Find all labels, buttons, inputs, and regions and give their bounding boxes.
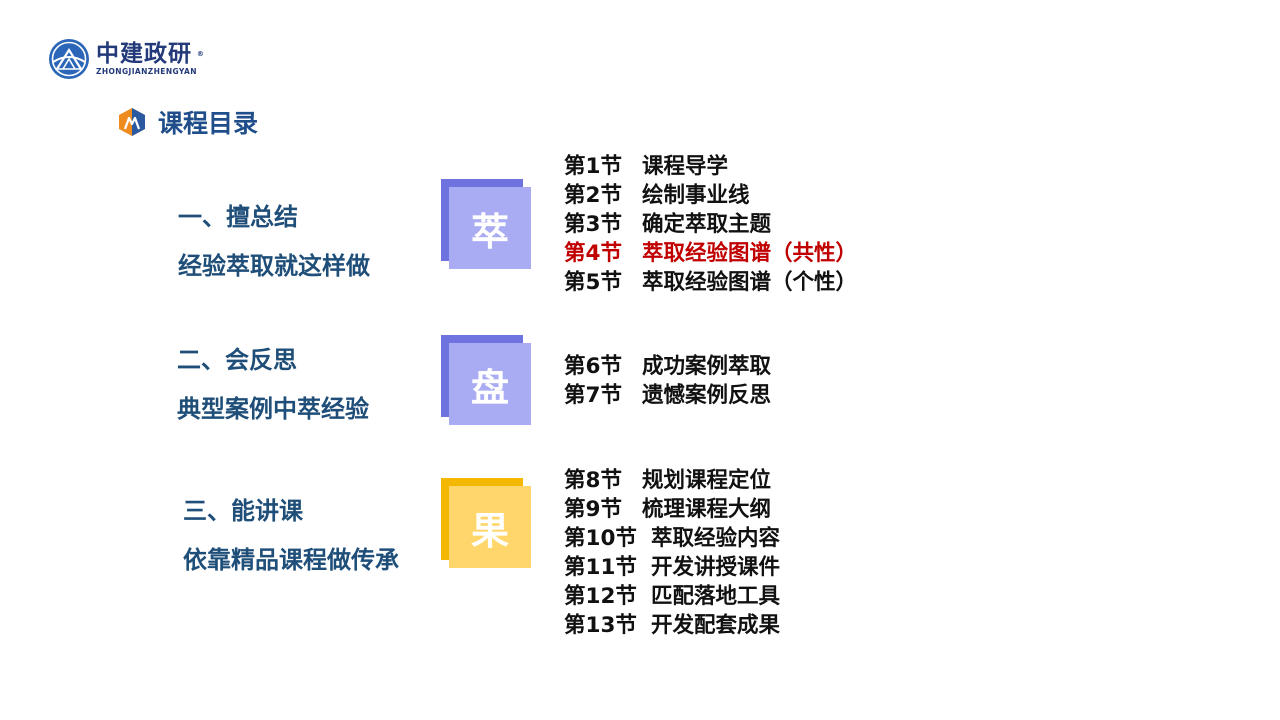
logo-name-cn: 中建政研 — [96, 41, 192, 67]
lesson-item: 第2节绘制事业线 — [564, 183, 750, 208]
badge-cui-label: 萃 — [449, 187, 531, 269]
lesson-item: 第3节确定萃取主题 — [564, 212, 772, 237]
group-3-subtitle: 依靠精品课程做传承 — [183, 546, 399, 574]
lesson-item: 第10节萃取经验内容 — [564, 526, 781, 551]
badge-cui: 萃 — [441, 179, 533, 271]
badge-guo: 果 — [441, 478, 533, 570]
lesson-item: 第8节规划课程定位 — [564, 468, 772, 493]
group-1-title: 一、擅总结 — [178, 203, 298, 231]
lesson-item: 第7节遗憾案例反思 — [564, 383, 772, 408]
hexagon-people-icon — [119, 108, 145, 136]
lesson-item: 第5节萃取经验图谱（个性） — [564, 270, 858, 295]
lesson-item: 第11节开发讲授课件 — [564, 555, 781, 580]
globe-logo-icon — [49, 39, 89, 79]
badge-pan: 盘 — [441, 335, 533, 427]
group-1-subtitle: 经验萃取就这样做 — [178, 252, 370, 280]
lesson-item: 第9节梳理课程大纲 — [564, 497, 772, 522]
group-1-summary: 一、擅总结 经验萃取就这样做 — [178, 197, 370, 281]
logo-name-en: ZHONGJIANZHENGYAN — [96, 67, 197, 76]
lesson-item: 第1节课程导学 — [564, 154, 729, 179]
lesson-list-1: 第1节课程导学 第2节绘制事业线 第3节确定萃取主题 第4节萃取经验图谱（共性）… — [564, 152, 857, 297]
group-2-summary: 二、会反思 典型案例中萃经验 — [177, 340, 369, 424]
lesson-item: 第6节成功案例萃取 — [564, 354, 772, 379]
lesson-item: 第12节匹配落地工具 — [564, 584, 781, 609]
group-3-summary: 三、能讲课 依靠精品课程做传承 — [183, 491, 399, 575]
group-2-subtitle: 典型案例中萃经验 — [177, 395, 369, 423]
badge-pan-label: 盘 — [449, 343, 531, 425]
lesson-item: 第13节开发配套成果 — [564, 613, 781, 638]
company-logo: 中建政研 ® ZHONGJIANZHENGYAN — [48, 37, 204, 81]
page-title: 课程目录 — [158, 109, 259, 138]
lesson-list-2: 第6节成功案例萃取 第7节遗憾案例反思 — [564, 352, 771, 410]
page-heading: 课程目录 — [117, 104, 258, 140]
registered-mark: ® — [196, 50, 205, 58]
lesson-item-highlighted: 第4节萃取经验图谱（共性） — [564, 241, 858, 266]
group-2-title: 二、会反思 — [177, 346, 297, 374]
badge-guo-label: 果 — [449, 486, 531, 568]
group-3-title: 三、能讲课 — [183, 497, 303, 525]
lesson-list-3: 第8节规划课程定位 第9节梳理课程大纲 第10节萃取经验内容 第11节开发讲授课… — [564, 466, 780, 640]
